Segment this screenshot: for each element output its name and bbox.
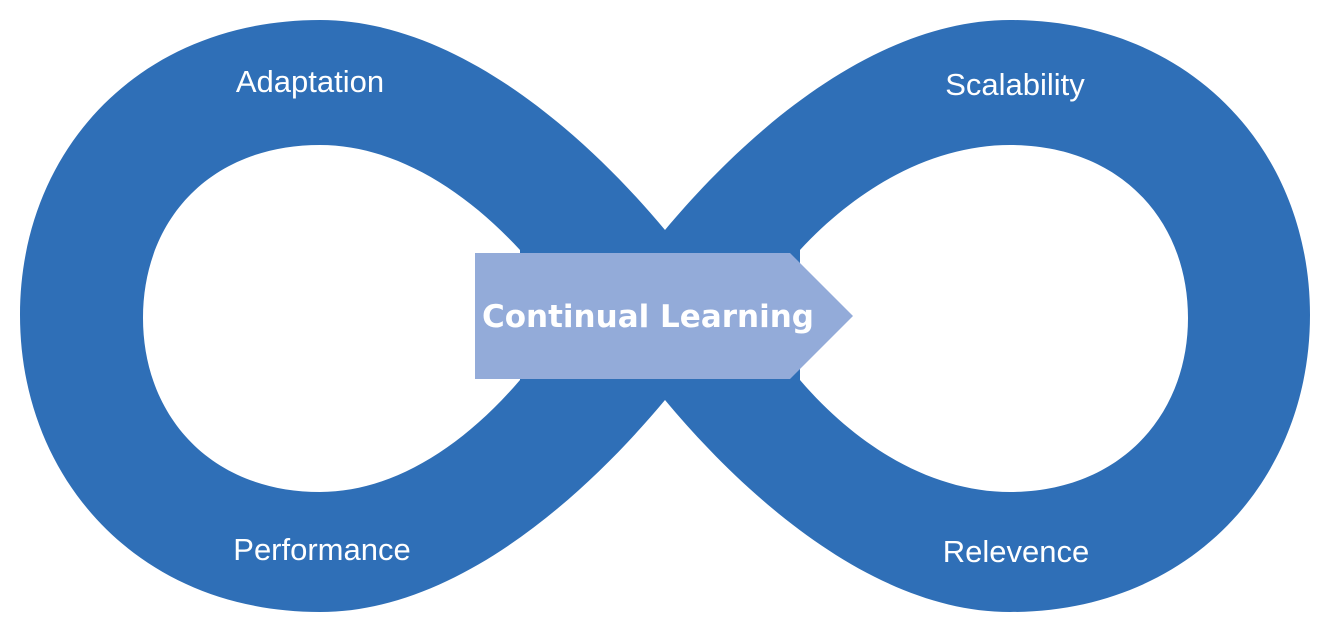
label-relevence: Relevence — [943, 534, 1089, 569]
center-label: Continual Learning — [482, 299, 814, 335]
center-arrow — [475, 253, 853, 379]
label-adaptation: Adaptation — [236, 64, 384, 99]
label-performance: Performance — [233, 532, 410, 567]
label-scalability: Scalability — [945, 67, 1085, 102]
